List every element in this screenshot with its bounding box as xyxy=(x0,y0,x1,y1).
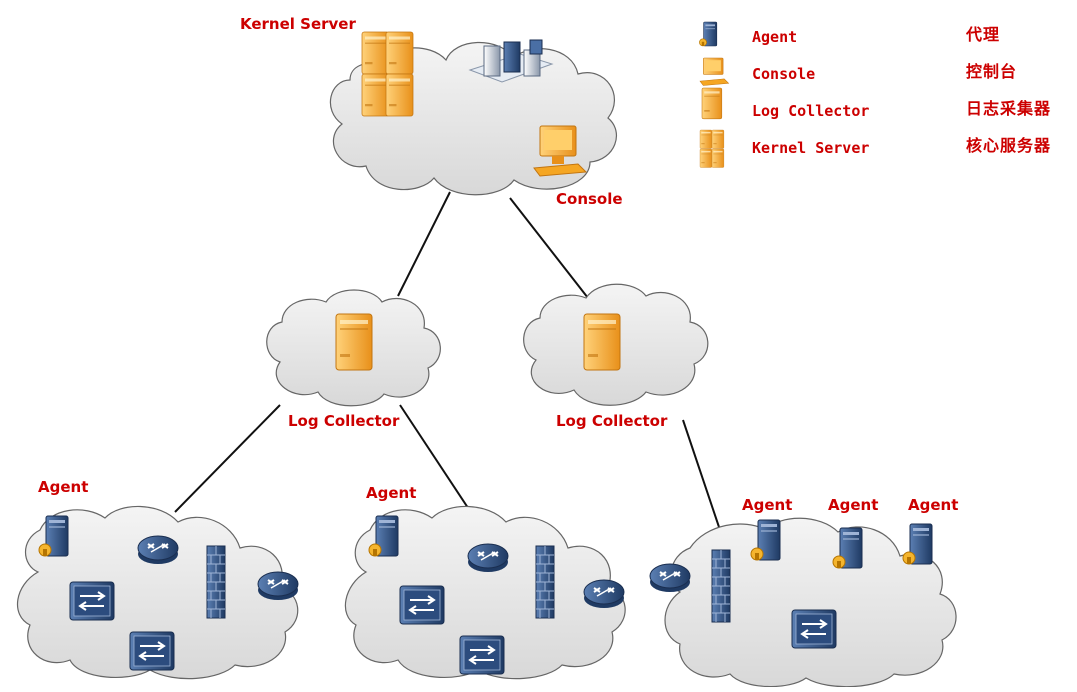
server-rack-icon xyxy=(468,39,554,83)
router-icon xyxy=(467,543,509,573)
kernel-server-label: Kernel Server xyxy=(240,15,356,33)
cloud-agents-left xyxy=(16,505,299,680)
legend-item-cn: 核心服务器 xyxy=(966,136,1052,155)
router-icon xyxy=(583,579,625,609)
switch-icon xyxy=(791,609,837,649)
link-right-collector-agent3 xyxy=(682,419,723,537)
connection-lines xyxy=(174,191,723,537)
link-left-collector-agent1 xyxy=(174,404,281,513)
router-icon xyxy=(649,563,691,593)
legend-item-name: Console xyxy=(752,65,816,83)
switch-icon xyxy=(69,581,115,621)
legend-console-icon xyxy=(699,57,730,86)
log-collector-icon-left xyxy=(335,313,373,371)
log-collector-right-label: Log Collector xyxy=(556,412,668,430)
link-kernel-right-collector xyxy=(509,197,589,299)
firewall-icon xyxy=(711,549,731,623)
legend-kernel-server-icon xyxy=(699,129,725,168)
switch-icon xyxy=(129,631,175,671)
link-kernel-left-collector xyxy=(397,191,451,297)
legend-item-cn: 控制台 xyxy=(966,62,1018,81)
agent-label: Agent xyxy=(908,496,959,514)
legend-item-cn: 代理 xyxy=(966,25,1001,44)
link-left-collector-agent2 xyxy=(399,404,477,521)
cloud-agents-middle xyxy=(344,505,626,680)
kernel-server-icon xyxy=(361,31,414,117)
router-icon xyxy=(137,535,179,565)
agent-label: Agent xyxy=(742,496,793,514)
legend-agent-icon xyxy=(699,21,718,47)
agent-label: Agent xyxy=(828,496,879,514)
agent-label: Agent xyxy=(366,484,417,502)
agent-server-icon xyxy=(902,523,933,565)
firewall-icon xyxy=(535,545,555,619)
log-collector-icon-right xyxy=(583,313,621,371)
agent-label: Agent xyxy=(38,478,89,496)
firewall-icon xyxy=(206,545,226,619)
log-collector-left-label: Log Collector xyxy=(288,412,400,430)
legend-item-name: Kernel Server xyxy=(752,139,870,157)
console-icon xyxy=(533,125,588,177)
cloud-agents-right xyxy=(664,517,957,688)
switch-icon xyxy=(459,635,505,675)
switch-icon xyxy=(399,585,445,625)
router-icon xyxy=(257,571,299,601)
legend-log-collector-icon xyxy=(701,87,723,120)
console-label: Console xyxy=(556,190,623,208)
legend-item-cn: 日志采集器 xyxy=(966,99,1052,118)
legend-item-name: Agent xyxy=(752,28,798,46)
legend-item-name: Log Collector xyxy=(752,102,870,120)
